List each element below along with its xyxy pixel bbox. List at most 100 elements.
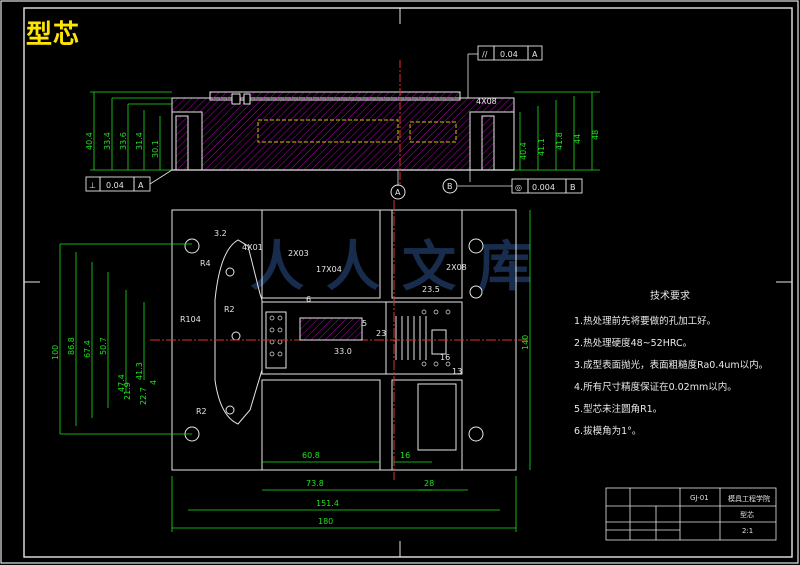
plan-left-labels: 100 86.8 67.4 50.7 47.4 41.3 21.9 22.7 4… xyxy=(51,335,530,405)
dim-plan-180: 180 xyxy=(318,517,333,526)
dim-right-3: 41.8 xyxy=(555,132,564,150)
dim-13: 13 xyxy=(452,367,462,376)
section-view xyxy=(85,45,600,200)
plan-pocket-bottom-right xyxy=(391,379,463,471)
section-pin-left xyxy=(175,115,189,171)
dim-right-5: 48 xyxy=(591,130,600,140)
dim-plan-22: 22.7 xyxy=(139,387,148,405)
tech-requirement-2: 2.热处理硬度48~52HRC。 xyxy=(574,338,693,349)
plan-pocket-top-left xyxy=(261,209,381,299)
dim-left-1: 40.4 xyxy=(85,132,94,150)
hole-2x-right-label: 2X08 xyxy=(446,263,467,272)
tech-requirement-4: 4.所有尺寸精度保证在0.02mm以内。 xyxy=(574,382,737,393)
tech-requirements-heading: 技术要求 xyxy=(650,291,690,302)
datum-b-label: B xyxy=(447,182,453,191)
section-hatch-body xyxy=(171,97,515,171)
dim-plan-41: 41.3 xyxy=(135,362,144,380)
title-block-code: GJ-01 xyxy=(690,494,709,502)
dims-left-labels: 40.4 33.4 33.6 31.4 30.1 xyxy=(85,132,160,158)
dim-23-5: 23.5 xyxy=(422,285,440,294)
perpendicular-value: 0.04 xyxy=(106,181,124,190)
dim-6: 6 xyxy=(306,295,311,304)
dim-left-5: 30.1 xyxy=(151,140,160,158)
title-block-company: 模具工程学院 xyxy=(728,495,770,503)
dims-left-stack xyxy=(90,91,172,171)
core-slot-right xyxy=(385,301,463,375)
section-top-ridge xyxy=(209,91,461,101)
dim-left-2: 33.4 xyxy=(103,132,112,150)
hole-4x-top-label: 4X08 xyxy=(476,97,497,106)
dim-plan-4: 4 xyxy=(149,380,158,385)
dim-plan-21: 21.9 xyxy=(123,382,132,400)
dim-plan-16: 16 xyxy=(400,451,410,460)
plan-holes xyxy=(184,238,484,442)
dim-plan-100: 100 xyxy=(51,345,60,360)
dim-plan-47: 47.4 xyxy=(117,374,126,392)
dims-right-stack xyxy=(514,91,600,171)
plan-dims xyxy=(59,210,531,532)
hole-2x-label: 2X03 xyxy=(288,249,309,258)
tech-requirement-3: 3.成型表面抛光，表面粗糙度Ra0.4um以内。 xyxy=(574,360,769,371)
title-block-scale: 2:1 xyxy=(742,527,754,535)
dim-plan-50: 50.7 xyxy=(99,337,108,355)
plan-misc-labels: 3.2 4X01 2X03 2X08 17X04 R4 R104 R2 R2 2… xyxy=(180,229,467,416)
dim-16-right: 16 xyxy=(440,353,450,362)
section-hidden-2 xyxy=(409,121,457,143)
section-hidden-1 xyxy=(257,119,399,143)
dim-5: 5 xyxy=(362,319,367,328)
dim-plan-73: 73.8 xyxy=(306,479,324,488)
perpendicular-tolerance-frame xyxy=(85,176,151,192)
parallel-symbol: // xyxy=(482,50,488,59)
concentric-value: 0.004 xyxy=(532,183,555,192)
dim-left-4: 31.4 xyxy=(135,132,144,150)
r4-label: R4 xyxy=(200,259,211,268)
section-pin-right xyxy=(481,115,495,171)
concentric-tolerance-frame xyxy=(511,178,583,194)
drawing-frame xyxy=(23,7,793,558)
drawing-title: 型芯 xyxy=(26,20,81,50)
datum-a-label: A xyxy=(395,188,401,197)
parallel-datum: A xyxy=(532,50,538,59)
dim-23: 23 xyxy=(376,329,386,338)
dim-3-2: 3.2 xyxy=(214,229,227,238)
plan-pocket-inner xyxy=(417,383,457,451)
core-tab xyxy=(431,329,447,355)
parallel-tolerance-frame xyxy=(477,45,543,61)
title-block-part-name: 型芯 xyxy=(740,511,754,519)
dim-plan-86: 86.8 xyxy=(67,337,76,355)
dim-plan-151: 151.4 xyxy=(316,499,339,508)
tech-requirement-6: 6.拔模角为1°。 xyxy=(574,426,642,437)
dim-right-4: 44 xyxy=(573,134,582,144)
plan-hatch-region xyxy=(299,317,363,341)
section-notch-1 xyxy=(231,93,241,105)
title-block xyxy=(605,487,777,541)
section-notch-2 xyxy=(243,93,251,105)
dim-left-3: 33.6 xyxy=(119,132,128,150)
dim-plan-60: 60.8 xyxy=(302,451,320,460)
tech-requirement-5: 5.型芯未注圆角R1。 xyxy=(574,404,663,415)
perpendicular-datum: A xyxy=(138,181,144,190)
r2-label: R2 xyxy=(224,305,235,314)
watermark-text: 人人文库 xyxy=(250,235,554,298)
datum-b-marker xyxy=(442,178,458,194)
hole-4x-label: 4X01 xyxy=(242,243,263,252)
perpendicular-symbol: ⊥ xyxy=(89,181,96,190)
r104-label: R104 xyxy=(180,315,201,324)
concentric-symbol: ◎ xyxy=(515,183,522,192)
hole-17x-label: 17X04 xyxy=(316,265,342,274)
core-profile-left xyxy=(214,239,263,425)
dims-right-labels: 40.4 41.1 41.8 44 48 xyxy=(519,130,600,160)
plan-pocket-bottom-left xyxy=(261,379,381,471)
dim-plan-28: 28 xyxy=(424,479,434,488)
parallel-value: 0.04 xyxy=(500,50,518,59)
plan-pocket-top-right xyxy=(391,209,463,299)
concentric-datum: B xyxy=(570,183,576,192)
dim-right-1: 40.4 xyxy=(519,142,528,160)
dim-33: 33.0 xyxy=(334,347,352,356)
dim-plan-67: 67.4 xyxy=(83,340,92,358)
plan-view xyxy=(150,200,530,480)
dim-right-2: 41.1 xyxy=(537,138,546,156)
datum-a-marker xyxy=(390,184,406,200)
